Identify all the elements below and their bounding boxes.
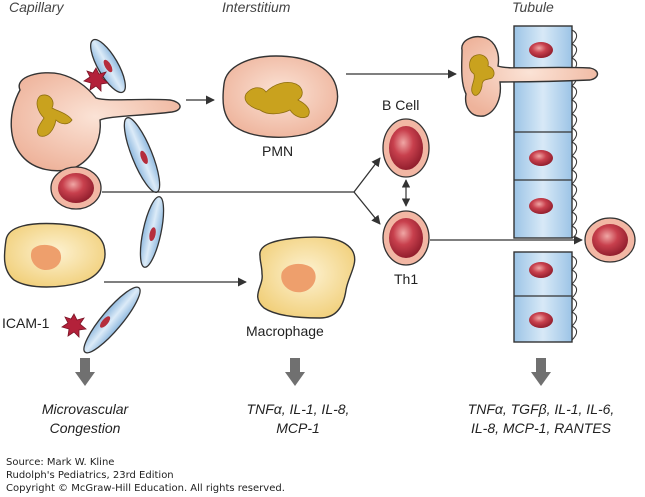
label-macrophage: Macrophage [246,323,324,339]
outcome-tubule-line1: TNFα, TGFβ, IL-1, IL-6, [467,401,615,417]
tubule-wall [513,25,578,343]
macrophage-cell-interstitium [257,236,356,319]
outcome-tubule-line2: IL-8, MCP-1, RANTES [470,420,612,436]
outcome-interstitium: TNFα, IL-1, IL-8, MCP-1 [218,400,378,438]
label-pmn: PMN [262,143,294,159]
source-line1: Source: Mark W. Kline [6,457,115,468]
macrophage-cell-capillary [3,222,106,288]
endothelial-cell [83,286,141,354]
outcome-interstitium-line1: TNFα, IL-1, IL-8, [246,401,350,417]
label-icam1: ICAM-1 [2,315,50,331]
source-line2: Rudolph's Pediatrics, 23rd Edition [6,470,174,481]
pmn-cell-capillary [10,72,181,172]
down-arrow-tubule [531,358,551,386]
source-copyright: Copyright © McGraw-Hill Education. All r… [6,483,285,494]
outcome-capillary: Microvascular Congestion [24,400,146,438]
outcome-tubule: TNFα, TGFβ, IL-1, IL-6, IL-8, MCP-1, RAN… [442,400,640,438]
label-b-cell: B Cell [382,97,420,113]
pmn-cell-interstitium [222,55,339,138]
outcome-capillary-line1: Microvascular [41,401,129,417]
arrow-lymphocyte-to-th1 [353,191,381,225]
lymphocyte-tubule [584,217,636,263]
header-interstitium: Interstitium [222,0,291,15]
b-cell [382,118,430,178]
label-th1: Th1 [394,271,419,287]
icam1-star-icon [61,313,87,338]
down-arrow-interstitium [285,358,305,386]
down-arrow-capillary [75,358,95,386]
injury-star-icon [83,67,109,92]
th1-cell [382,210,430,266]
endothelial-cell [90,38,126,94]
pmn-cell-tubule [460,36,599,117]
header-capillary: Capillary [9,0,64,15]
outcome-interstitium-line2: MCP-1 [276,420,320,436]
endothelial-cell [123,117,161,193]
endothelial-cell [139,196,165,268]
outcome-capillary-line2: Congestion [49,420,121,436]
header-tubule: Tubule [512,0,554,15]
lymphocyte-capillary [50,166,102,210]
